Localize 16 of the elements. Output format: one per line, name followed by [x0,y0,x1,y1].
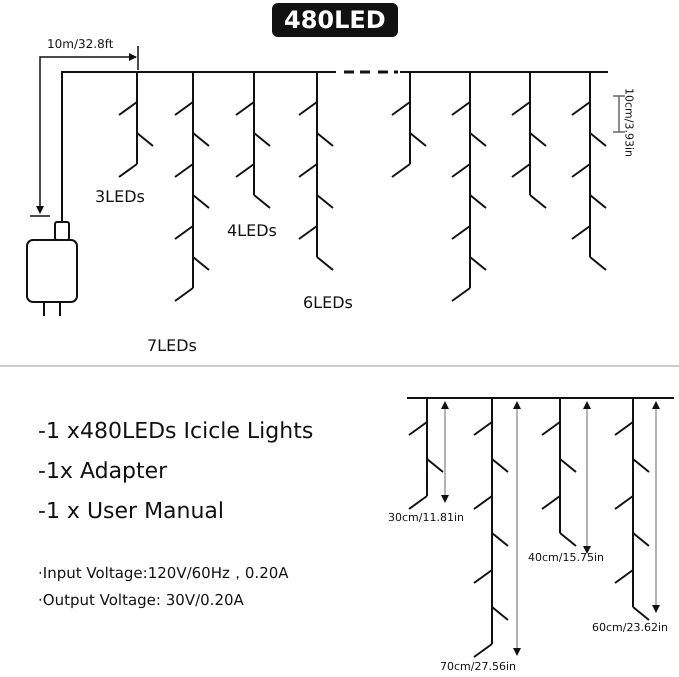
package-item: -1 x User Manual [38,499,224,524]
led-count-label: 7LEDs [147,337,197,356]
dimension-label: 10cm/3.93in [622,88,635,157]
spec-text: ·Output Voltage: 30V/0.20A [38,592,244,610]
dimension-label: 40cm/15.75in [528,552,604,565]
dimension-label: 10m/32.8ft [47,38,114,52]
spec-text: ·Input Voltage:120V/60Hz，0.20A [38,565,289,582]
led-count-label: 6LEDs [303,294,353,312]
dimension-label: 60cm/23.62in [592,622,668,635]
led-count-label: 3LEDs [95,188,145,206]
led-count-label: 4LEDs [227,222,277,240]
package-item: -1 x480LEDs Icicle Lights [38,419,314,444]
title-badge: 480LED [272,3,398,37]
package-item: -1x Adapter [38,459,168,484]
dimension-label: 70cm/27.56in [440,661,516,674]
dimension-label: 30cm/11.81in [388,512,464,525]
